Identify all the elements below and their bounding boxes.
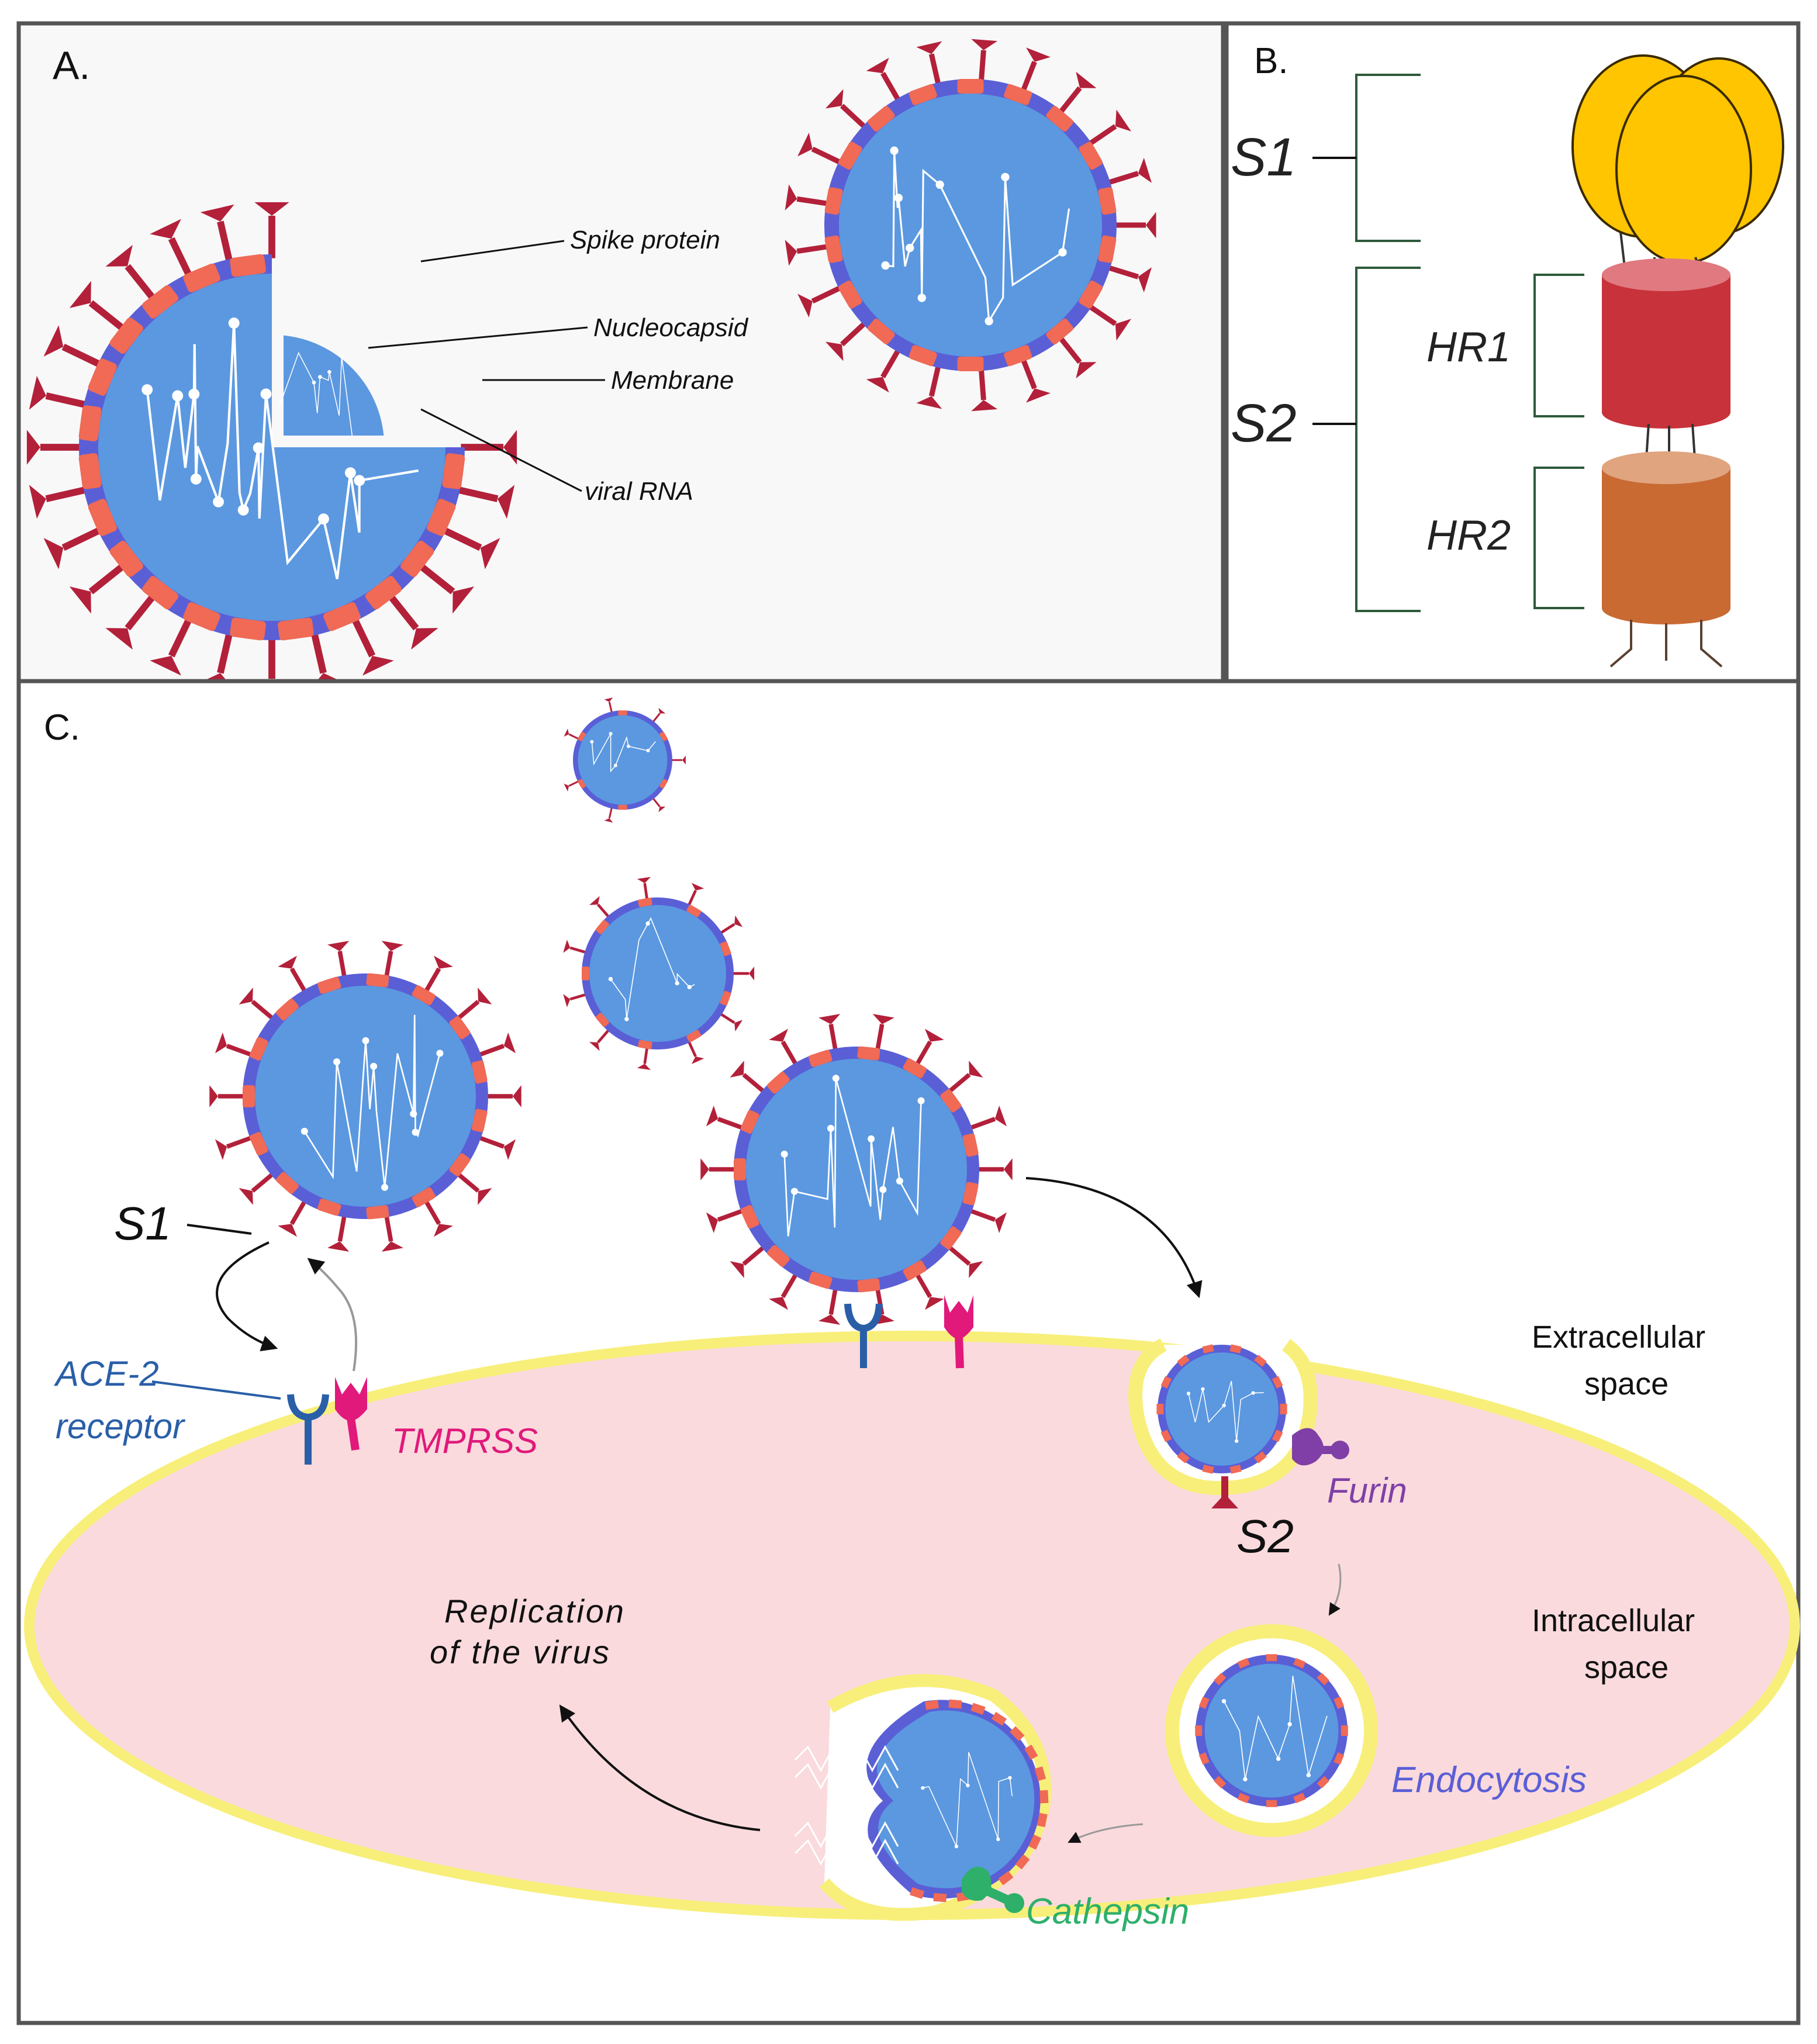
- virion-left: [209, 941, 521, 1252]
- furin-protease: [1292, 1428, 1349, 1466]
- extracellular-label-line2: space: [1584, 1366, 1669, 1401]
- hr2-bracket: [1533, 467, 1584, 609]
- replication-label-line1: Replication: [444, 1593, 626, 1629]
- ace2-leader: [151, 1380, 281, 1400]
- panel-b: B. S1 S2 HR1 HR2: [1224, 21, 1801, 683]
- c-s1-label: S1: [114, 1197, 171, 1249]
- virion-small-top: [564, 698, 686, 823]
- panel-a-label: A.: [53, 43, 90, 88]
- arrow-to-invagination: [1025, 1177, 1203, 1299]
- s2-bracket: [1355, 267, 1421, 612]
- membrane-label: Membrane: [611, 366, 734, 395]
- nucleocapsid-leader: [368, 326, 588, 349]
- uncoating-virion: [794, 1699, 1049, 1903]
- intact-virion: [785, 39, 1156, 412]
- s1-head-front: [1615, 75, 1752, 264]
- panel-c-label: C.: [44, 707, 80, 748]
- arrow-to-endosome: [1328, 1563, 1342, 1616]
- s2-domain-label: S2: [1231, 393, 1297, 453]
- hr2-cylinder-body: [1602, 468, 1730, 608]
- arrow-back-to-virion: [307, 1258, 358, 1372]
- hr2-label: HR2: [1426, 512, 1511, 559]
- virion-medium: [563, 876, 755, 1071]
- arrow-to-replication: [559, 1704, 761, 1831]
- arrow-to-ace2: [216, 1241, 278, 1352]
- virion-center: [700, 1014, 1013, 1325]
- spike-protein-leader: [420, 240, 565, 263]
- panel-c: C. S1 ACE-2 rece: [16, 679, 1801, 2025]
- hr2-cylinder-top: [1602, 451, 1730, 484]
- ace2-receptor-center: [844, 1303, 883, 1368]
- endocytosis-label: Endocytosis: [1391, 1760, 1587, 1800]
- virion-in-endosome: [1195, 1654, 1348, 1807]
- tmprss-protease-left: [335, 1377, 367, 1451]
- spike-protein-model: [1571, 54, 1784, 668]
- hr1-bracket: [1533, 274, 1584, 417]
- tmprss-label: TMPRSS: [392, 1421, 538, 1461]
- c-s1-leader: [186, 1224, 252, 1235]
- panel-a: A. Spike protein Nucleocapsid Membrane v…: [16, 21, 1225, 693]
- cathepsin-label: Cathepsin: [1026, 1891, 1189, 1932]
- s2-fusion-spike: [1211, 1476, 1238, 1508]
- extracellular-label-line1: Extracellular: [1532, 1320, 1705, 1355]
- furin-label: Furin: [1327, 1471, 1407, 1510]
- panel-b-label: B.: [1254, 41, 1289, 81]
- c-s2-label: S2: [1236, 1510, 1294, 1562]
- intracellular-label-line1: Intracellular: [1532, 1603, 1695, 1638]
- virion-invaginating: [1156, 1344, 1287, 1474]
- replication-label-line2: of the virus: [430, 1634, 611, 1670]
- arrow-to-uncoating: [1068, 1823, 1144, 1843]
- cathepsin-protease: [962, 1866, 1024, 1913]
- hr1-cylinder-top: [1602, 258, 1730, 291]
- hr1-cylinder-body: [1602, 275, 1730, 412]
- viral-rna-label: viral RNA: [585, 477, 693, 506]
- hr1-label: HR1: [1426, 324, 1511, 371]
- s1-domain-label: S1: [1231, 127, 1297, 187]
- nucleocapsid-label: Nucleocapsid: [593, 313, 749, 342]
- viral-rna-leader: [420, 408, 582, 492]
- spike-protein-label: Spike protein: [570, 226, 720, 254]
- ace2-label-line2: receptor: [56, 1407, 185, 1446]
- intracellular-label-line2: space: [1584, 1650, 1669, 1685]
- cutaway-virion: [26, 202, 517, 693]
- ace2-receptor-left: [287, 1394, 329, 1465]
- tmprss-protease-center: [944, 1295, 973, 1369]
- ace2-label-line1: ACE-2: [54, 1354, 159, 1393]
